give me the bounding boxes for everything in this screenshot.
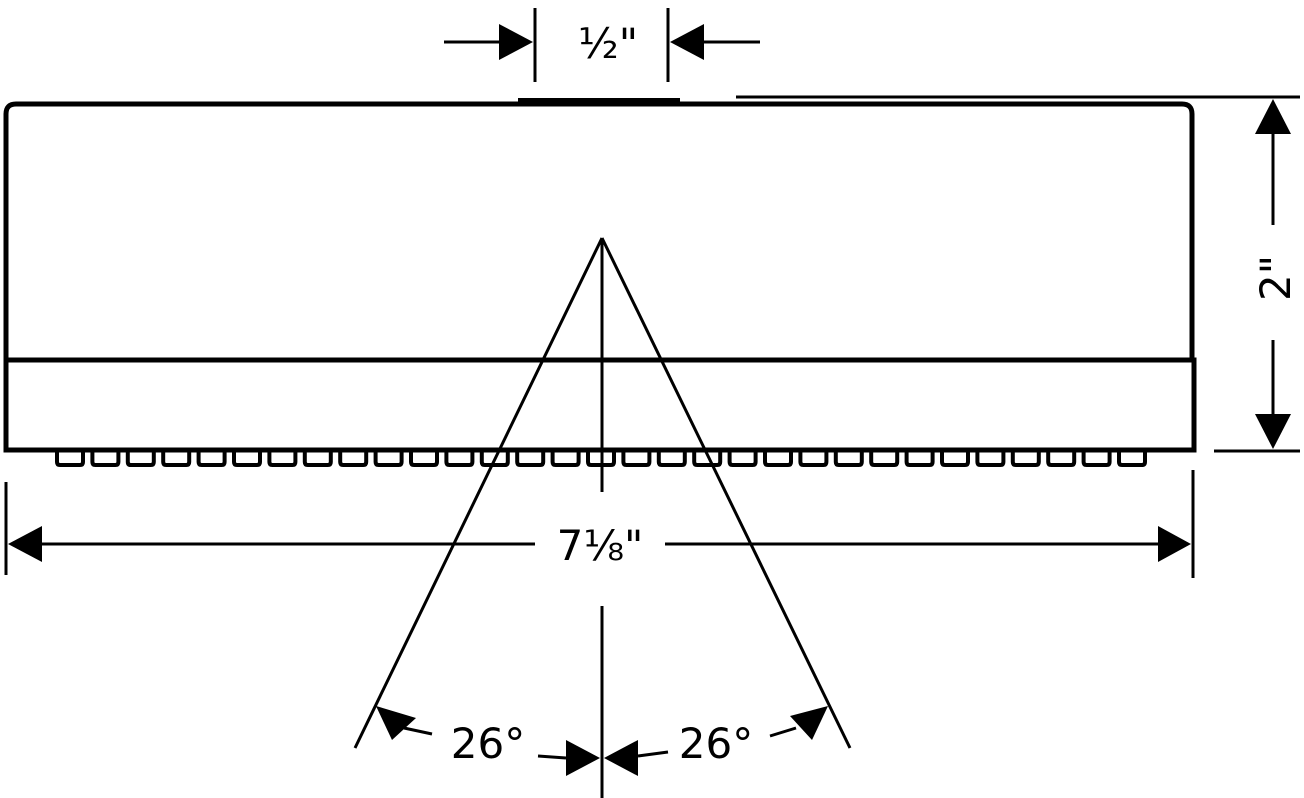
cone-line-right	[600, 237, 852, 749]
inlet-width-label: ½"	[578, 19, 638, 68]
height-arrow-top	[1255, 99, 1291, 134]
angle-leader-left-outer	[403, 726, 433, 736]
nozzle	[692, 452, 723, 467]
nozzle	[125, 452, 156, 467]
width-arrow-right	[1158, 526, 1191, 562]
body-face-plate	[3, 357, 1197, 453]
nozzle	[161, 452, 192, 467]
inlet-arrow-left	[499, 24, 533, 60]
nozzle-row	[55, 452, 1147, 467]
angle-arrow-right-outer	[790, 706, 828, 740]
height-arrow-bottom	[1255, 414, 1291, 449]
nozzle	[90, 452, 121, 467]
nozzle	[515, 452, 546, 467]
spray-angle-dimension	[376, 706, 828, 776]
nozzle	[373, 452, 404, 467]
nozzle	[1117, 452, 1147, 467]
body-upper-housing	[3, 101, 1195, 360]
nozzle	[763, 452, 793, 467]
nozzle	[1081, 452, 1112, 467]
nozzle	[904, 452, 935, 467]
nozzle	[267, 452, 298, 467]
nozzle	[833, 452, 864, 467]
spray-angle-left-label: 26°	[451, 719, 525, 768]
nozzle	[727, 452, 758, 467]
width-arrow-left	[8, 526, 42, 562]
nozzle	[550, 452, 581, 467]
nozzle	[869, 452, 900, 467]
nozzle	[621, 452, 652, 467]
nozzle	[338, 452, 369, 467]
nozzle	[232, 452, 262, 467]
nozzle	[1010, 452, 1041, 467]
angle-arrow-left-inner	[566, 740, 600, 776]
nozzle	[479, 452, 510, 467]
nozzle	[798, 452, 829, 467]
nozzle	[409, 452, 439, 467]
height-dimension	[736, 95, 1300, 453]
nozzle	[302, 452, 333, 467]
angle-arrow-left-outer	[376, 706, 416, 740]
nozzle	[444, 452, 475, 467]
inlet-arrow-right	[670, 24, 704, 60]
nozzle	[55, 452, 85, 467]
height-label: 2"	[1251, 255, 1300, 301]
nozzle	[1046, 452, 1077, 467]
angle-leader-right-outer	[769, 726, 797, 738]
cone-line-left	[353, 237, 604, 749]
nozzle	[656, 452, 687, 467]
nozzle	[196, 452, 227, 467]
nozzle	[940, 452, 970, 467]
angle-leader-left-inner	[537, 754, 567, 760]
nozzle	[975, 452, 1006, 467]
overall-width-label: 7⅛"	[557, 521, 644, 570]
showerhead-body	[3, 98, 1197, 453]
angle-leader-right-inner	[637, 750, 669, 758]
spray-angle-right-label: 26°	[679, 719, 753, 768]
spray-cone	[353, 237, 852, 798]
inlet-dimension	[444, 8, 760, 82]
angle-arrow-right-inner	[604, 740, 638, 776]
